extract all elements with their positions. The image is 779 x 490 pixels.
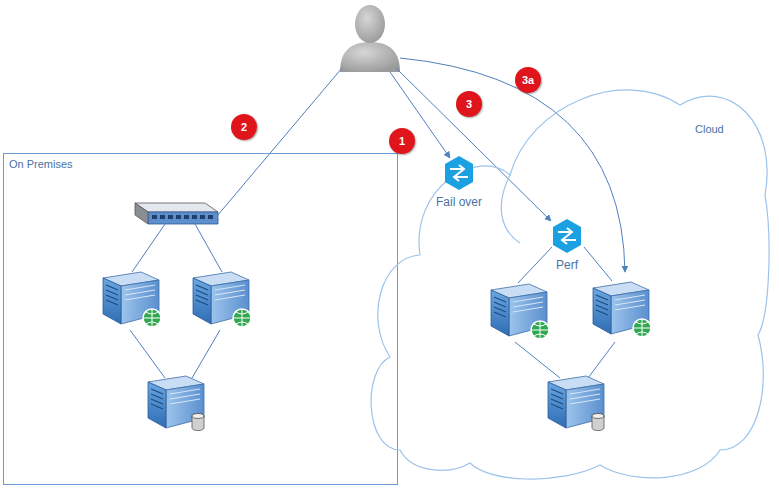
region-label: On Premises bbox=[9, 158, 73, 171]
callout-number: 3a bbox=[515, 67, 541, 93]
premises-boundary: On Premises bbox=[3, 153, 398, 485]
switch-symbol bbox=[135, 203, 218, 224]
network-links bbox=[130, 224, 615, 378]
traffic-manager: Fail over bbox=[432, 155, 486, 211]
icon-label: Fail over bbox=[432, 195, 486, 209]
region-label: Cloud bbox=[695, 123, 724, 136]
cloud-boundary: CloudFail overPerf bbox=[360, 65, 775, 483]
callout-number: 3 bbox=[456, 91, 482, 117]
traffic-manager-icon bbox=[549, 218, 585, 254]
traffic-manager-icon bbox=[441, 155, 477, 191]
user-icon bbox=[340, 5, 400, 72]
callout-number: 1 bbox=[389, 128, 415, 154]
callout-number: 2 bbox=[231, 114, 257, 140]
traffic-manager: Perf bbox=[547, 218, 587, 274]
icon-label: Perf bbox=[547, 258, 587, 272]
database-server bbox=[148, 376, 604, 431]
web-server bbox=[103, 272, 651, 339]
